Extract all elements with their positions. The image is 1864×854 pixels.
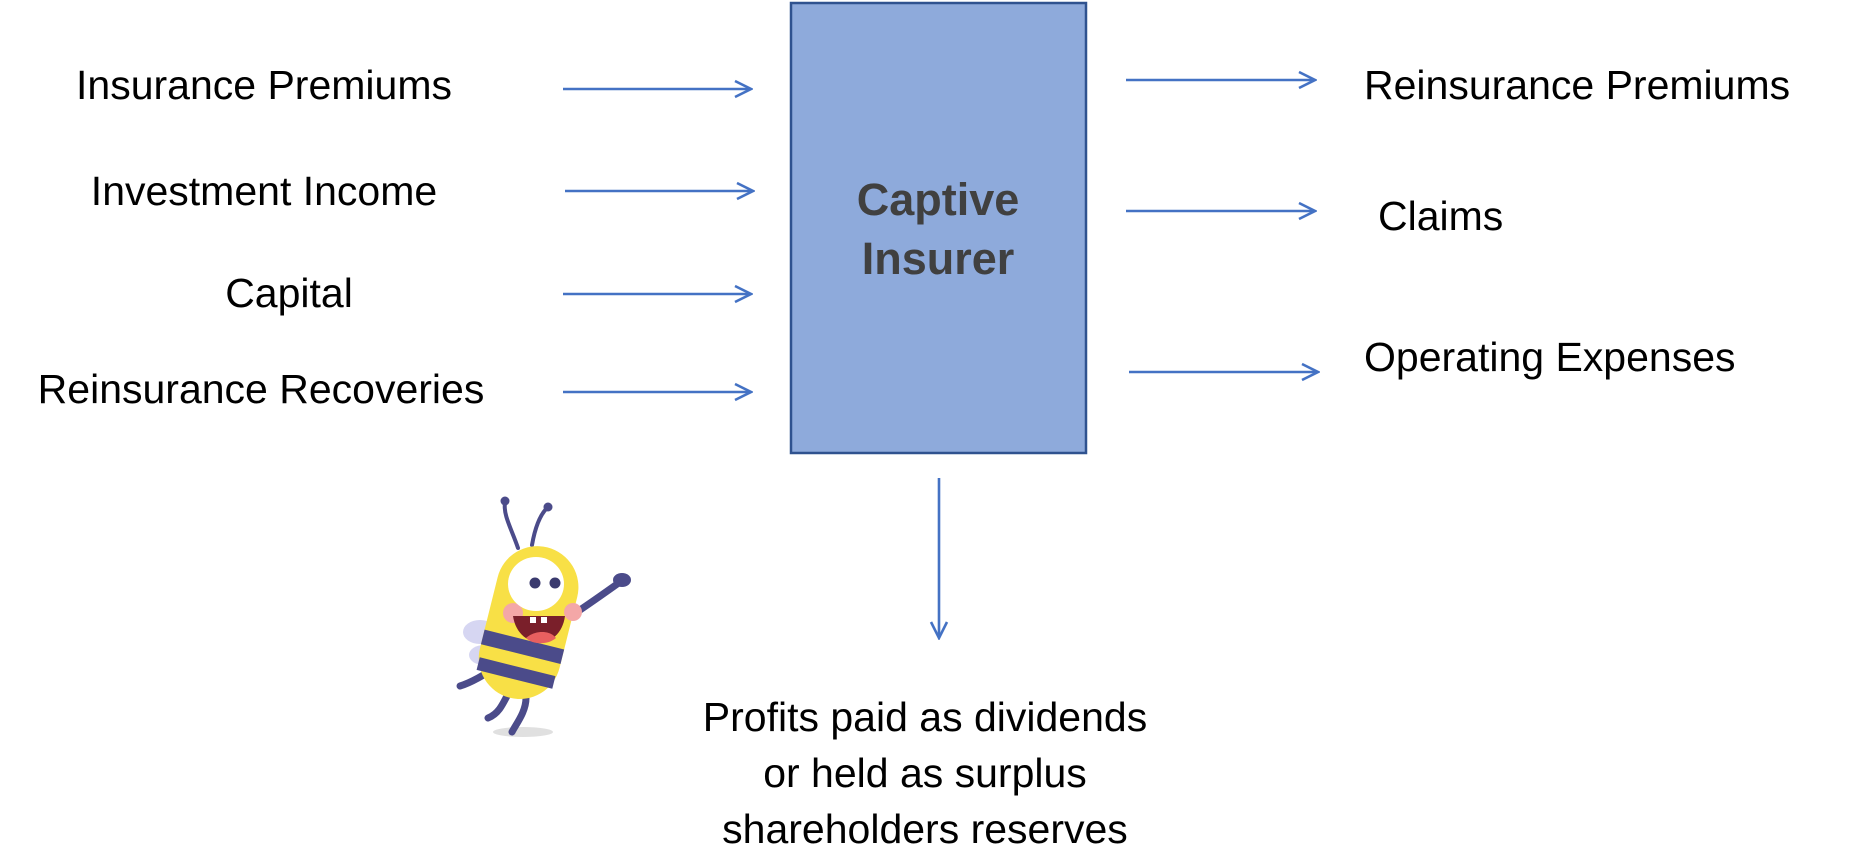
output-label-operating-expenses: Operating Expenses <box>1364 334 1736 380</box>
result-label-line2: or held as surplus <box>763 750 1087 796</box>
input-label-capital: Capital <box>225 270 353 316</box>
center-label-line2: Insurer <box>862 233 1015 284</box>
output-label-claims: Claims <box>1378 193 1503 239</box>
bee-mascot-icon <box>456 496 631 737</box>
result-label-line1: Profits paid as dividends <box>703 694 1147 740</box>
input-label-investment-income: Investment Income <box>91 168 437 214</box>
input-label-insurance-premiums: Insurance Premiums <box>76 62 452 108</box>
captive-insurer-box <box>789 1 1088 455</box>
center-label-line1: Captive <box>857 174 1020 225</box>
output-label-reinsurance-premiums: Reinsurance Premiums <box>1364 62 1790 108</box>
input-label-reinsurance-recoveries: Reinsurance Recoveries <box>38 366 485 412</box>
result-label-line3: shareholders reserves <box>722 806 1128 852</box>
